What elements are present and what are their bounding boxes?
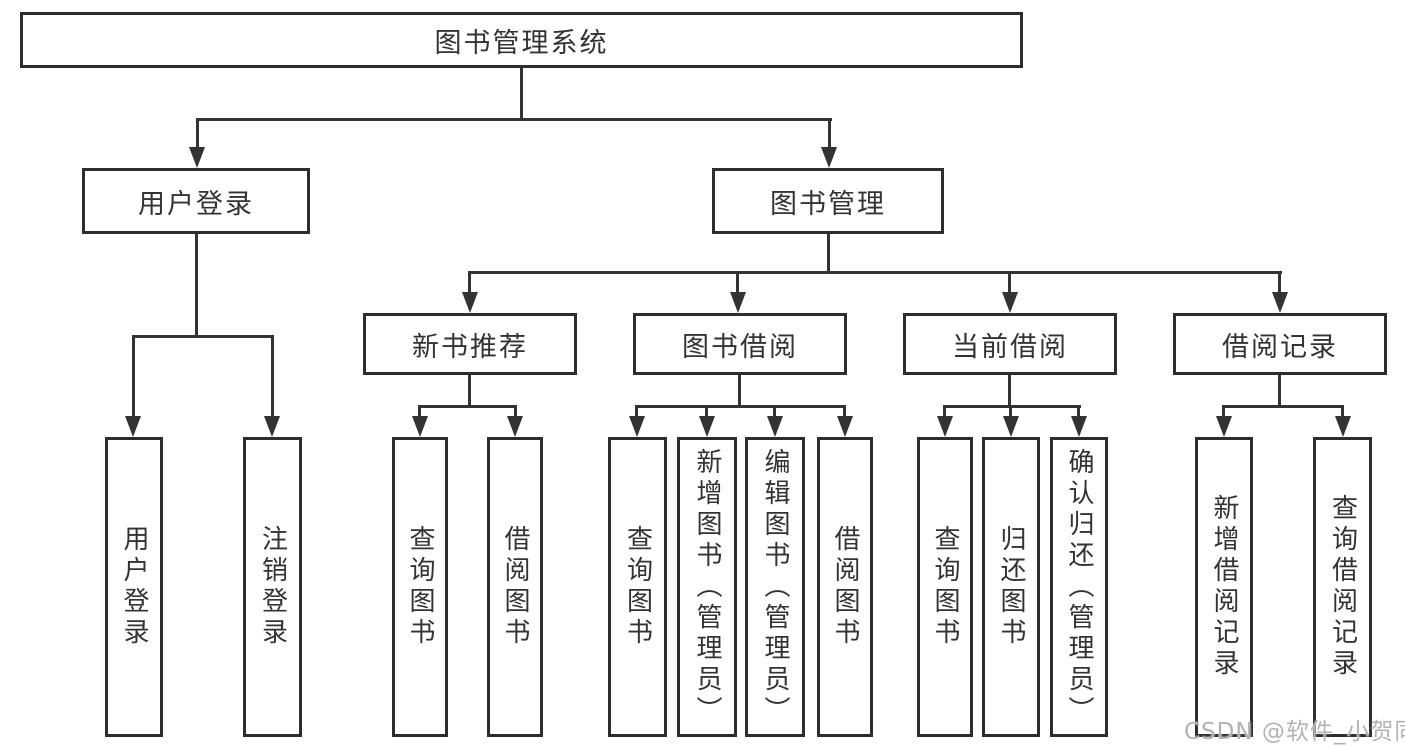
connector-line	[773, 405, 776, 420]
connector-line	[514, 405, 517, 420]
connector-line	[828, 118, 831, 152]
connector-line	[635, 405, 638, 420]
arrow-down-icon	[937, 416, 953, 437]
arrow-down-icon	[507, 416, 523, 437]
arrow-down-icon	[1071, 416, 1087, 437]
connector-line	[1008, 375, 1011, 408]
node-borrowing-records: 借阅记录	[1173, 313, 1387, 375]
connector-line	[1222, 405, 1344, 408]
connector-line	[1278, 375, 1281, 408]
connector-line	[1077, 405, 1080, 420]
arrow-down-icon	[699, 416, 715, 437]
connector-line	[705, 405, 708, 420]
connector-line	[738, 375, 741, 408]
arrow-down-icon	[1272, 292, 1288, 313]
connector-line	[468, 375, 471, 408]
node-label: 归还图书	[996, 525, 1026, 649]
node-label: 借阅图书	[830, 525, 860, 649]
node-new-book-recommendation: 新书推荐	[363, 313, 577, 375]
node-library-management-system: 图书管理系统	[20, 12, 1023, 68]
node-label: 新增图书（管理员）	[692, 447, 722, 727]
node-label: 编辑图书（管理员）	[760, 447, 790, 727]
connector-line	[843, 405, 846, 420]
arrow-down-icon	[1216, 416, 1232, 437]
connector-line	[418, 405, 517, 408]
node-label: 查询图书	[622, 525, 653, 649]
connector-line	[196, 118, 832, 121]
connector-line	[418, 405, 421, 420]
node-label: 用户登录	[119, 525, 149, 649]
node-logout: 注销登录	[243, 437, 302, 737]
node-label: 查询图书	[405, 525, 435, 649]
arrow-down-icon	[462, 292, 478, 313]
arrow-down-icon	[412, 416, 428, 437]
node-user-login: 用户登录	[105, 437, 163, 737]
connector-line	[1222, 405, 1225, 420]
node-query-books: 查询图书	[392, 437, 448, 737]
node-label: 借阅图书	[500, 525, 530, 649]
connector-line	[1009, 405, 1012, 420]
connector-line	[1278, 271, 1281, 296]
node-query-books: 查询图书	[608, 437, 667, 737]
connector-line	[520, 68, 523, 120]
connector-line	[132, 335, 274, 338]
arrow-down-icon	[1002, 292, 1018, 313]
arrow-down-icon	[1003, 416, 1019, 437]
connector-line	[468, 271, 1282, 274]
connector-line	[943, 405, 1081, 408]
connector-line	[1341, 405, 1344, 420]
arrow-down-icon	[264, 416, 280, 437]
node-return-books: 归还图书	[982, 437, 1040, 737]
node-label: 确认归还（管理员）	[1064, 447, 1094, 727]
node-query-books: 查询图书	[917, 437, 973, 737]
connector-line	[1008, 271, 1011, 296]
arrow-down-icon	[125, 416, 141, 437]
connector-line	[736, 271, 739, 296]
connector-line	[195, 234, 198, 337]
node-current-borrowing: 当前借阅	[903, 313, 1117, 375]
arrow-down-icon	[629, 416, 645, 437]
arrow-down-icon	[730, 292, 746, 313]
node-confirm-return-admin: 确认归还（管理员）	[1050, 437, 1108, 737]
connector-line	[943, 405, 946, 420]
node-borrow-books: 借阅图书	[487, 437, 543, 737]
connector-line	[196, 118, 199, 152]
node-add-borrow-record: 新增借阅记录	[1195, 437, 1253, 737]
arrow-down-icon	[189, 147, 205, 168]
node-user-login-branch: 用户登录	[82, 168, 310, 234]
arrow-down-icon	[837, 416, 853, 437]
node-label: 查询借阅记录	[1327, 494, 1358, 680]
arrow-down-icon	[767, 416, 783, 437]
node-label: 新增借阅记录	[1209, 494, 1239, 680]
node-add-book-admin: 新增图书（管理员）	[677, 437, 737, 737]
node-query-borrow-record: 查询借阅记录	[1313, 437, 1372, 737]
connector-line	[271, 335, 274, 420]
node-book-borrowing: 图书借阅	[633, 313, 847, 375]
connector-line	[827, 234, 830, 274]
arrow-down-icon	[1335, 416, 1351, 437]
connector-line	[635, 405, 846, 408]
arrow-down-icon	[821, 147, 837, 168]
csdn-watermark: CSDN @软件_小贺同学	[1184, 719, 1405, 745]
node-book-management-branch: 图书管理	[712, 168, 944, 234]
connector-line	[132, 335, 135, 420]
node-borrow-books: 借阅图书	[817, 437, 873, 737]
node-label: 查询图书	[930, 525, 960, 649]
node-label: 注销登录	[257, 525, 288, 649]
node-edit-book-admin: 编辑图书（管理员）	[745, 437, 805, 737]
connector-line	[468, 271, 471, 296]
